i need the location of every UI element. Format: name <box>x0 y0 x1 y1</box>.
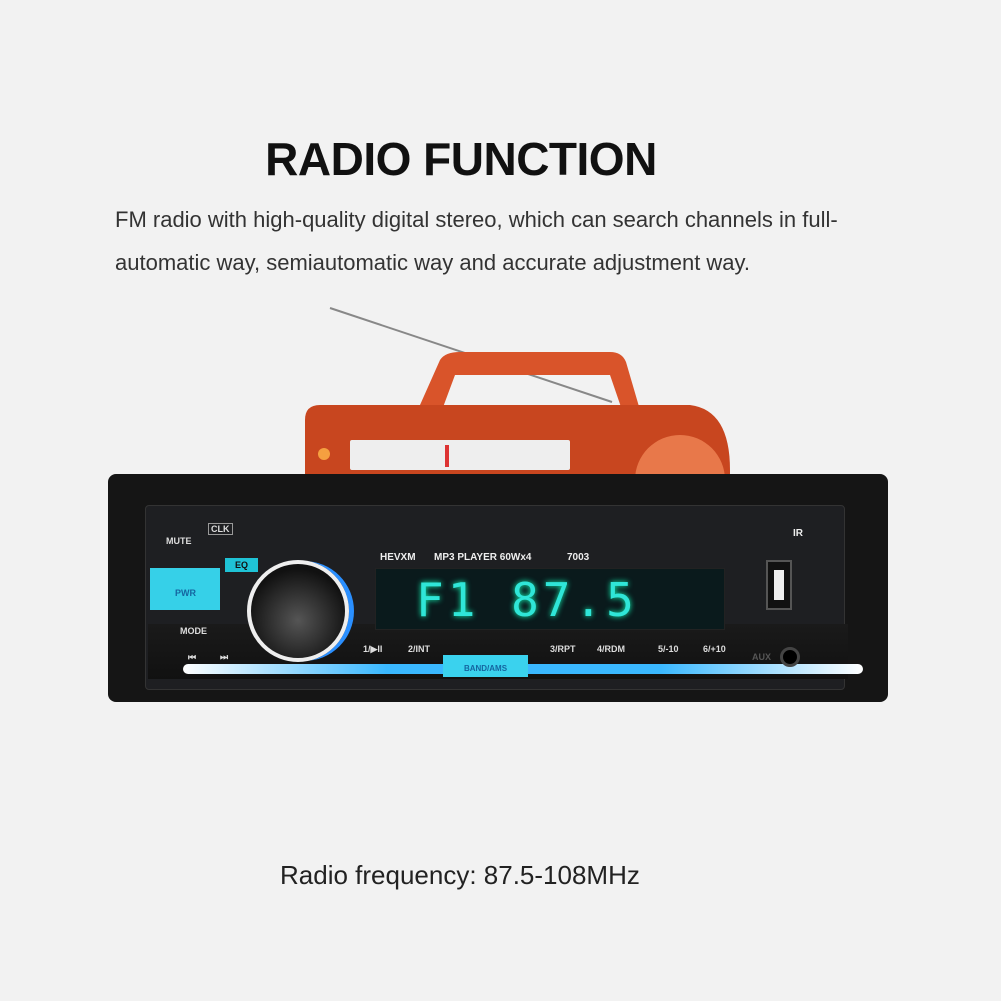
clk-button[interactable]: CLK <box>208 523 233 535</box>
frequency-caption: Radio frequency: 87.5-108MHz <box>280 860 640 890</box>
tuner-dial <box>350 440 570 470</box>
preset-2-button[interactable]: 2/INT <box>408 644 431 654</box>
preset-4-button[interactable]: 4/RDM <box>597 644 626 654</box>
next-button[interactable]: ⏭ <box>220 652 229 662</box>
aux-jack[interactable] <box>780 647 800 667</box>
aux-label: AUX <box>752 652 772 662</box>
ir-label: IR <box>793 528 803 539</box>
frequency-readout: F1 87.5 <box>416 573 638 627</box>
pwr-button[interactable]: PWR <box>150 568 220 610</box>
mode-button[interactable]: MODE <box>180 626 207 636</box>
model-desc-label: MP3 PLAYER 60Wx4 <box>434 552 532 563</box>
preset-5-button[interactable]: 5/-10 <box>658 644 679 654</box>
band-ams-button[interactable]: BAND/AMS <box>443 655 528 677</box>
preset-3-button[interactable]: 3/RPT <box>550 644 576 654</box>
volume-knob[interactable] <box>247 560 349 662</box>
preset-1-button[interactable]: 1/▶II <box>363 644 383 654</box>
usb-port[interactable] <box>766 560 792 610</box>
handle <box>420 352 640 410</box>
prev-button[interactable]: ⏮ <box>188 652 197 662</box>
brand-label: HEVXM <box>380 552 416 563</box>
description: FM radio with high-quality digital stere… <box>115 207 838 275</box>
mute-button[interactable]: MUTE <box>166 536 192 546</box>
eq-button[interactable]: EQ <box>225 558 259 572</box>
lcd-display: F1 87.5 <box>375 568 725 630</box>
preset-6-button[interactable]: 6/+10 <box>703 644 726 654</box>
model-label: 7003 <box>567 552 590 563</box>
page-title: RADIO FUNCTION <box>265 133 657 185</box>
